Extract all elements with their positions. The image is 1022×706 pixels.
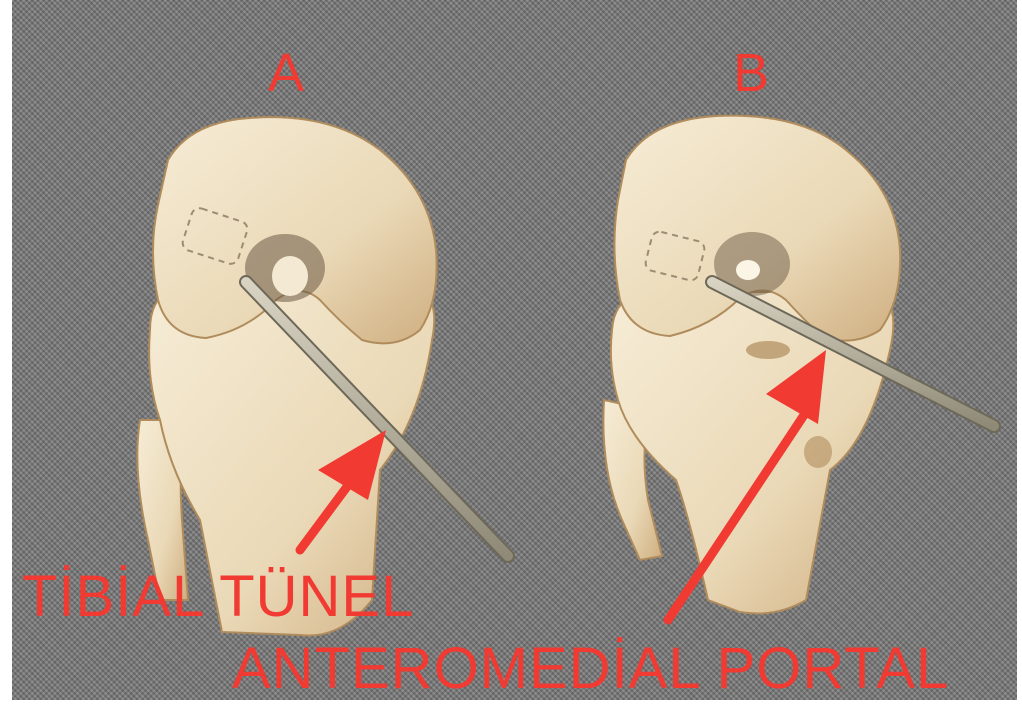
panel-label-a: A: [268, 46, 305, 100]
panel-label-b: B: [733, 46, 770, 100]
caption-anteromedial-portal: ANTEROMEDİAL PORTAL: [232, 640, 949, 698]
caption-tibial-tunnel: TİBİAL TÜNEL: [22, 568, 414, 626]
knee-b: [603, 116, 994, 620]
knee-a: [137, 117, 508, 635]
